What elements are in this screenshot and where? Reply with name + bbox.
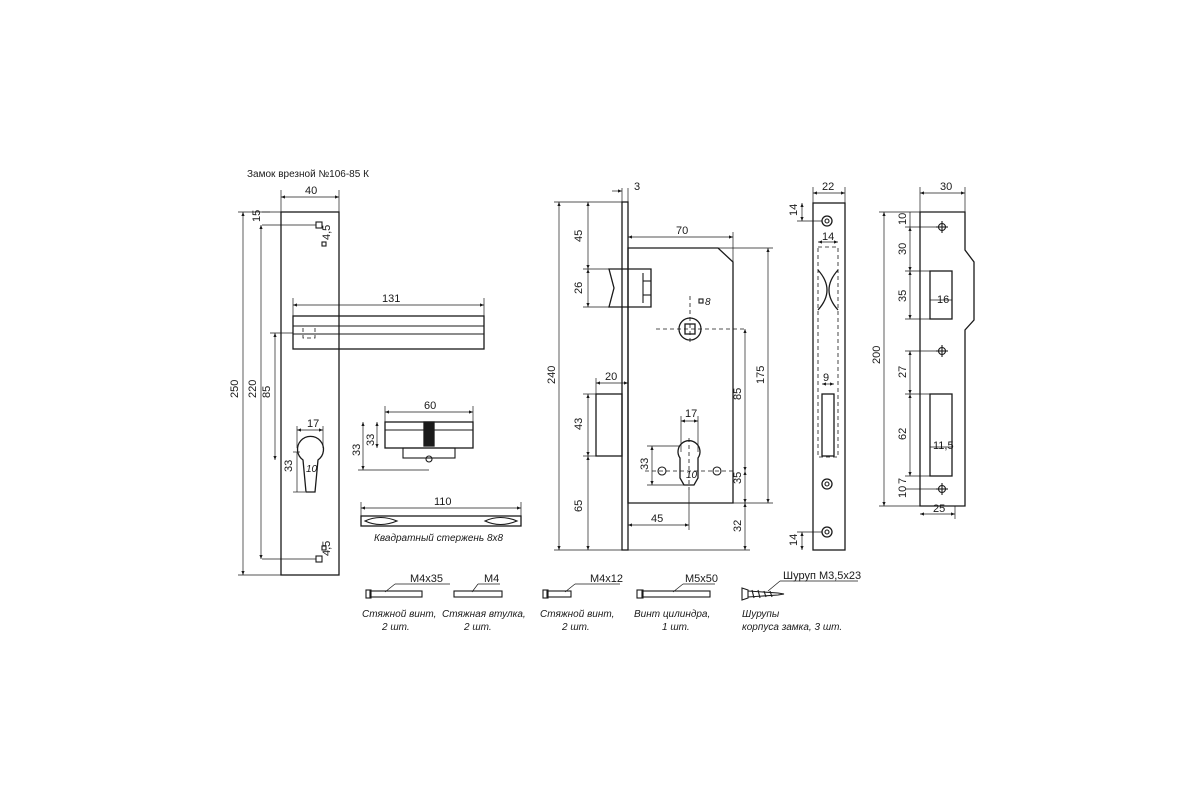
latch-opening [817,269,839,311]
hardware-1-line1: Стяжная втулка, [442,609,526,620]
dim-strike-30-w: 30 [940,181,952,193]
dim-lock-175: 175 [755,366,767,384]
rod-label: Квадратный стержень 8х8 [374,533,504,544]
dim-handle-10: 10 [306,464,318,475]
strike-plate-outline [919,211,975,507]
dim-strike-10: 10 [897,213,909,225]
dim-lock-45-top: 45 [573,230,585,242]
dim-lock-43: 43 [573,418,585,430]
strike-plate: 30 16 11,5 200 10 30 35 27 [871,181,975,519]
dim-lock-65: 65 [573,500,585,512]
hardware-screw-m4x12: M4x12 Стяжной винт, 2 шт. [540,573,623,633]
dim-strike-62: 62 [897,428,909,440]
strike-latch-opening [929,270,953,320]
rod-body [360,515,522,527]
dim-handle-220: 220 [247,380,259,398]
dim-strike-11-5: 11,5 [933,440,954,452]
dim-strike-30: 30 [897,243,909,255]
escutcheon-plate [280,211,340,576]
latch-bolt [608,268,652,308]
lever-handle [292,315,485,350]
hardware-0-line2: 2 шт. [381,622,410,633]
hardware-0-line1: Стяжной винт, [362,609,436,620]
dim-lock-3: 3 [634,181,640,193]
dim-lock-8: 8 [705,297,711,308]
hardware-2-line1: Стяжной винт, [540,609,614,620]
dim-strike-16: 16 [937,294,949,306]
hardware-3-line1: Винт цилиндра, [634,609,710,620]
lock-faceplate-edge [621,201,629,551]
dim-lock-26: 26 [573,282,585,294]
deadbolt [595,393,623,457]
dim-strike-7: 7 [897,478,909,484]
hardware-4-line1: Шурупы [742,609,780,620]
hardware-wood-screw: Шуруп М3,5х23 Шурупы корпуса замка, 3 шт… [741,570,861,633]
dim-lock-85: 85 [732,388,744,400]
lock-faceplate: 22 14 14 9 14 [788,181,846,551]
strike-deadbolt-opening [929,393,953,477]
dim-lock-10: 10 [686,470,698,481]
dim-cylinder-33-outer: 33 [351,444,363,456]
dim-handle-40: 40 [305,185,317,197]
dim-handle-17: 17 [307,418,319,430]
drawing-title: Замок врезной №106-85 К [247,169,369,180]
cylinder-hole [677,440,701,486]
dim-face-22: 22 [822,181,834,193]
square-rod: 110 Квадратный стержень 8х8 [360,496,522,544]
dim-handle-250: 250 [229,380,241,398]
dim-handle-4-5-bot: 4,5 [321,541,333,556]
dim-lock-45-bot: 45 [651,513,663,525]
dim-strike-10-b: 10 [897,486,909,498]
dim-handle-33: 33 [283,460,295,472]
dim-face-9: 9 [823,372,829,384]
euro-cylinder: 60 33 33 [351,400,474,471]
lock-body: 3 8 240 45 26 70 [546,181,773,551]
hardware-2-size: M4x12 [590,573,623,585]
lock-case [627,247,734,504]
dim-lock-240: 240 [546,366,558,384]
dim-strike-27: 27 [897,366,909,378]
dim-lock-35: 35 [732,472,744,484]
faceplate-screw-bot [821,526,833,538]
dim-cylinder-60: 60 [424,400,436,412]
hardware-1-size: M4 [484,573,499,585]
dim-lock-33: 33 [639,458,651,470]
spindle-hub [678,317,702,341]
dim-face-14-bot: 14 [788,534,800,546]
hardware-2-line2: 2 шт. [561,622,590,633]
faceplate-plate [812,202,846,551]
hardware-screw-m5x50: M5x50 Винт цилиндра, 1 шт. [634,573,718,633]
hardware-list: M4x35 Стяжной винт, 2 шт. M4 Стяжная вту… [362,570,861,633]
dim-strike-25: 25 [933,503,945,515]
dim-handle-85: 85 [261,386,273,398]
dim-handle-4-5-top: 4,5 [321,225,333,240]
dim-face-14-top: 14 [788,204,800,216]
hardware-sleeve-m4: M4 Стяжная втулка, 2 шт. [442,573,526,633]
faceplate-screw-mid [821,478,833,490]
cylinder-cam [423,421,435,447]
deadbolt-opening [821,393,835,457]
dim-handle-131: 131 [382,293,400,305]
hardware-0-size: M4x35 [410,573,443,585]
dim-strike-200: 200 [871,346,883,364]
dim-handle-15: 15 [251,210,263,222]
dim-lock-20: 20 [605,371,617,383]
hardware-3-size: M5x50 [685,573,718,585]
dim-rod-110: 110 [434,496,452,508]
dim-lock-17: 17 [685,408,697,420]
dim-lock-70: 70 [676,225,688,237]
keyhole-cutout [296,435,325,493]
dim-cylinder-33-inner: 33 [365,434,377,446]
dim-strike-35: 35 [897,290,909,302]
dim-lock-32: 32 [732,520,744,532]
hardware-1-line2: 2 шт. [463,622,492,633]
hardware-4-line2: корпуса замка, 3 шт. [742,622,842,633]
hardware-4-size: Шуруп М3,5х23 [783,570,861,582]
hardware-screw-m4x35: M4x35 Стяжной винт, 2 шт. [362,573,450,633]
faceplate-screw-top [821,215,833,227]
handle-assembly: 40 15 4,5 131 250 220 85 17 [229,185,485,576]
dim-face-14-inner: 14 [822,231,834,243]
hardware-3-line2: 1 шт. [662,622,690,633]
